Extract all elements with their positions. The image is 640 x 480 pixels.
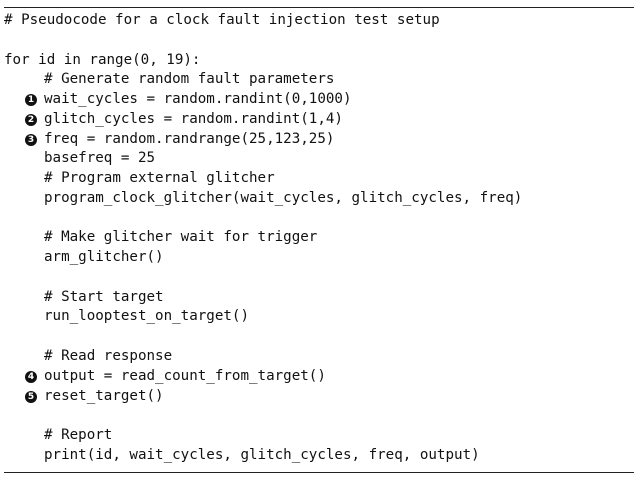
code-line: basefreq = 25 [4,149,634,169]
code-text: # Start target [44,288,164,305]
code-line: 2 glitch_cycles = random.randint(1,4) [4,110,634,130]
code-line: # Report [4,426,634,446]
code-block: # Pseudocode for a clock fault injection… [4,11,634,466]
code-text: # Generate random fault parameters [44,71,335,88]
code-text: # Make glitcher wait for trigger [44,229,318,246]
code-line: 3 freq = random.randrange(25,123,25) [4,130,634,150]
callout-marker: 4 [25,370,37,383]
blank-line [4,209,634,229]
blank-line [4,406,634,426]
code-line: program_clock_glitcher(wait_cycles, glit… [4,189,634,209]
code-line: 5 reset_target() [4,387,634,407]
code-line: # Generate random fault parameters [4,70,634,90]
code-text: run_looptest_on_target() [44,308,249,325]
code-text: # Program external glitcher [44,170,275,187]
code-line: 1 wait_cycles = random.randint(0,1000) [4,90,634,110]
callout-marker: 1 [25,94,37,107]
code-text: arm_glitcher() [44,249,164,266]
blank-line [4,268,634,288]
blank-line [4,31,634,51]
code-text: # Pseudocode for a clock fault injection… [4,12,440,28]
code-text: # Read response [44,348,173,365]
code-text: # Report [44,427,113,444]
code-line: # Make glitcher wait for trigger [4,228,634,248]
code-line: # Read response [4,347,634,367]
code-text: print(id, wait_cycles, glitch_cycles, fr… [44,446,480,463]
code-text: program_clock_glitcher(wait_cycles, glit… [44,189,523,206]
code-text: basefreq = 25 [44,150,156,167]
code-text: freq = random.randrange(25,123,25) [44,130,335,147]
code-line: print(id, wait_cycles, glitch_cycles, fr… [4,446,634,466]
code-line: # Start target [4,288,634,308]
code-listing: # Pseudocode for a clock fault injection… [4,0,634,480]
callout-marker: 3 [25,133,37,146]
code-line: # Pseudocode for a clock fault injection… [4,11,634,31]
code-text: glitch_cycles = random.randint(1,4) [44,110,343,127]
code-text: for id in range(0, 19): [4,51,201,68]
callout-marker: 2 [25,113,37,126]
blank-line [4,327,634,347]
code-line: for id in range(0, 19): [4,51,634,71]
top-rule [4,7,634,8]
callout-marker: 5 [25,390,37,403]
bottom-rule [4,472,634,473]
code-line: # Program external glitcher [4,169,634,189]
code-line: 4 output = read_count_from_target() [4,367,634,387]
code-text: reset_target() [44,387,164,404]
code-line: run_looptest_on_target() [4,307,634,327]
code-line: arm_glitcher() [4,248,634,268]
code-text: wait_cycles = random.randint(0,1000) [44,91,352,108]
code-text: output = read_count_from_target() [44,367,326,384]
